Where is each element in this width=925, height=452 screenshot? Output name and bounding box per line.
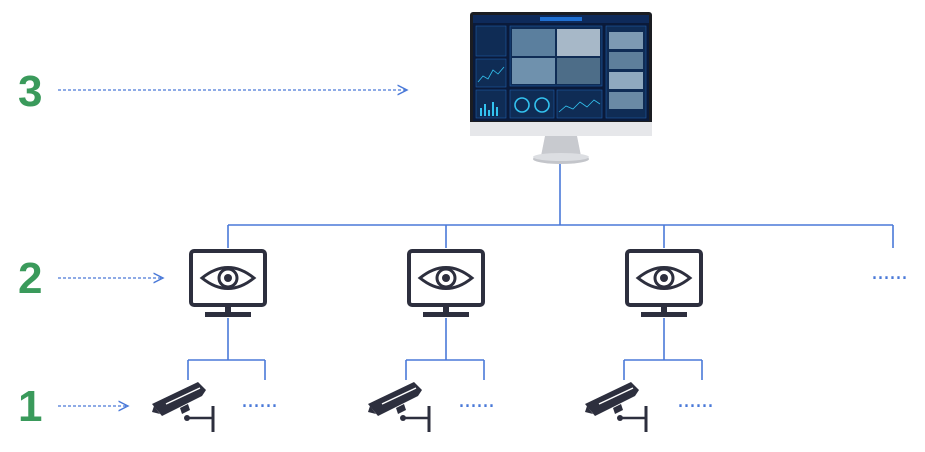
connector-lines — [187, 164, 894, 380]
level-2-label: 2 — [18, 254, 43, 303]
cctv-camera-icon — [368, 382, 431, 432]
desktop-monitor-icon — [470, 12, 652, 164]
cctv-camera-icon — [152, 382, 215, 432]
eye-monitor-icon — [625, 249, 703, 317]
eye-monitor-icon — [189, 249, 267, 317]
more-monitors-indicator: ...... — [871, 260, 908, 285]
more-cameras-indicator-3: ...... — [677, 388, 714, 413]
level-3-label: 3 — [18, 67, 43, 116]
more-cameras-indicator-1: ...... — [241, 388, 278, 413]
cctv-camera-icon — [585, 382, 648, 432]
eye-monitor-icon — [407, 249, 485, 317]
more-cameras-indicator-2: ...... — [458, 388, 495, 413]
level-1-label: 1 — [18, 382, 43, 431]
